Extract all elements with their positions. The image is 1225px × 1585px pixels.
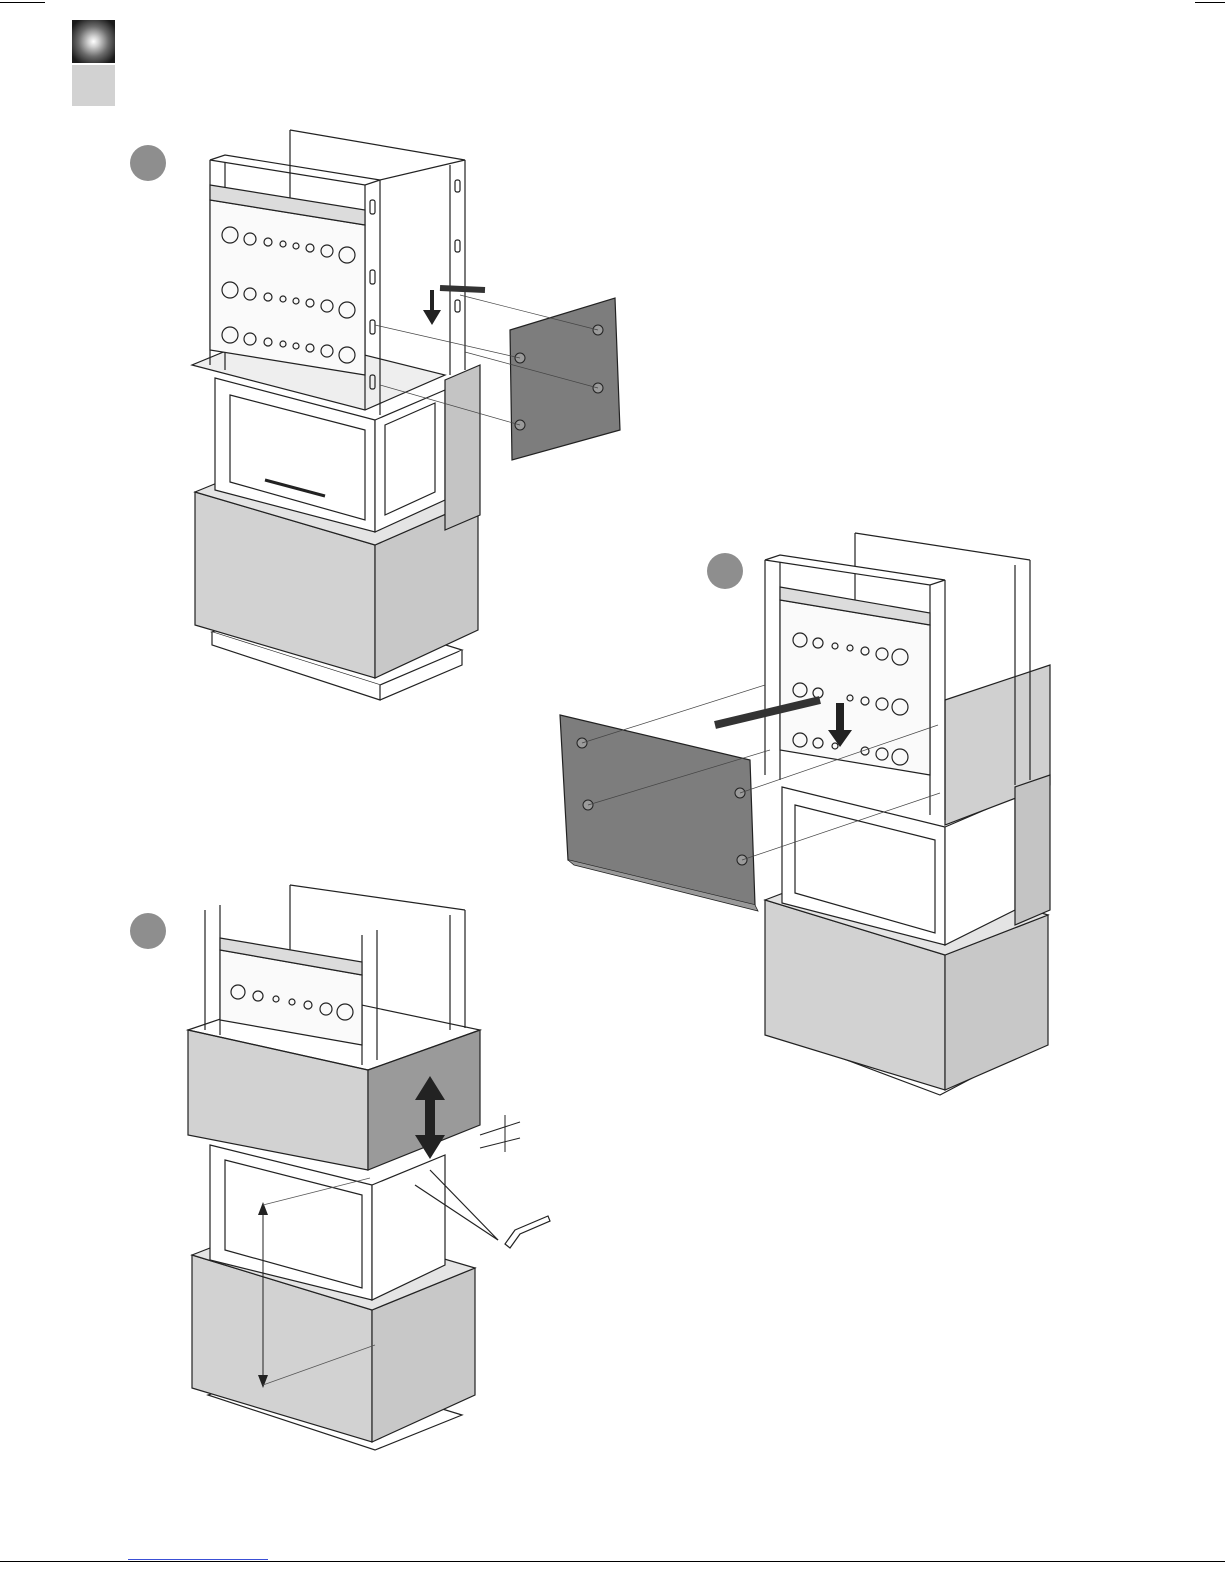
page-bottom-rule: [0, 1561, 1225, 1562]
arrow-down-icon: [423, 290, 441, 325]
dimension-arrow-icon: [480, 1115, 520, 1152]
crop-mark-top-left: [0, 2, 45, 3]
chapter-tab-icon: [72, 20, 115, 63]
chapter-tab-gray: [72, 65, 115, 106]
crop-mark-top-right: [1195, 2, 1225, 3]
figure-step-2: [560, 525, 1060, 1115]
allen-key-icon: [505, 1216, 550, 1248]
figure-step-3: [180, 880, 560, 1470]
step-marker-1: [130, 145, 166, 181]
footer-link-line: [128, 1559, 268, 1560]
step-marker-3: [130, 913, 166, 949]
